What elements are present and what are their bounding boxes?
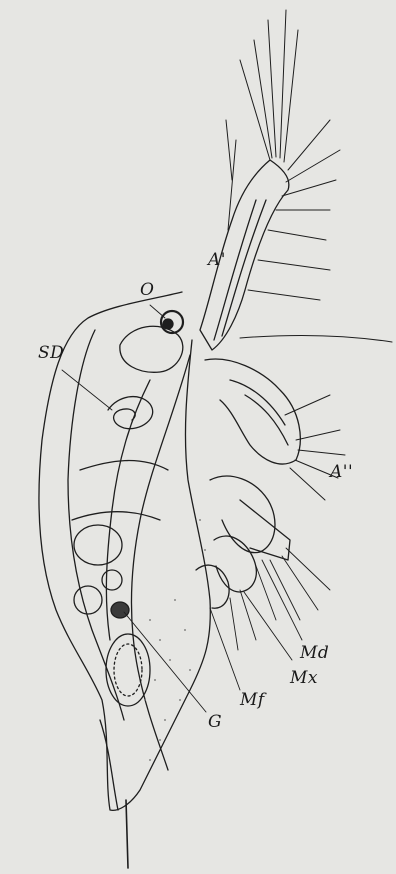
gut-tract (106, 380, 150, 640)
caudal-spine (126, 800, 128, 868)
maxilliped (196, 565, 229, 608)
egg-cluster (74, 525, 122, 565)
ovary-mass (106, 634, 150, 706)
shell-gland-coil (108, 397, 153, 429)
label-maxilliped: Mf (240, 690, 265, 710)
label-first-antenna: A' (208, 250, 226, 270)
mandible (210, 476, 275, 553)
antenna-setae (226, 10, 392, 342)
label-maxilla: Mx (290, 668, 318, 688)
label-second-antenna: A'' (330, 462, 353, 482)
label-mandible: Md (300, 643, 329, 663)
label-eye: O (140, 280, 154, 300)
maxilla (214, 536, 256, 592)
carapace-outline (39, 292, 210, 810)
label-shell-gland: SD (38, 343, 64, 363)
gland-body (111, 602, 129, 618)
label-gland: G (208, 712, 222, 732)
second-antenna (205, 359, 300, 464)
